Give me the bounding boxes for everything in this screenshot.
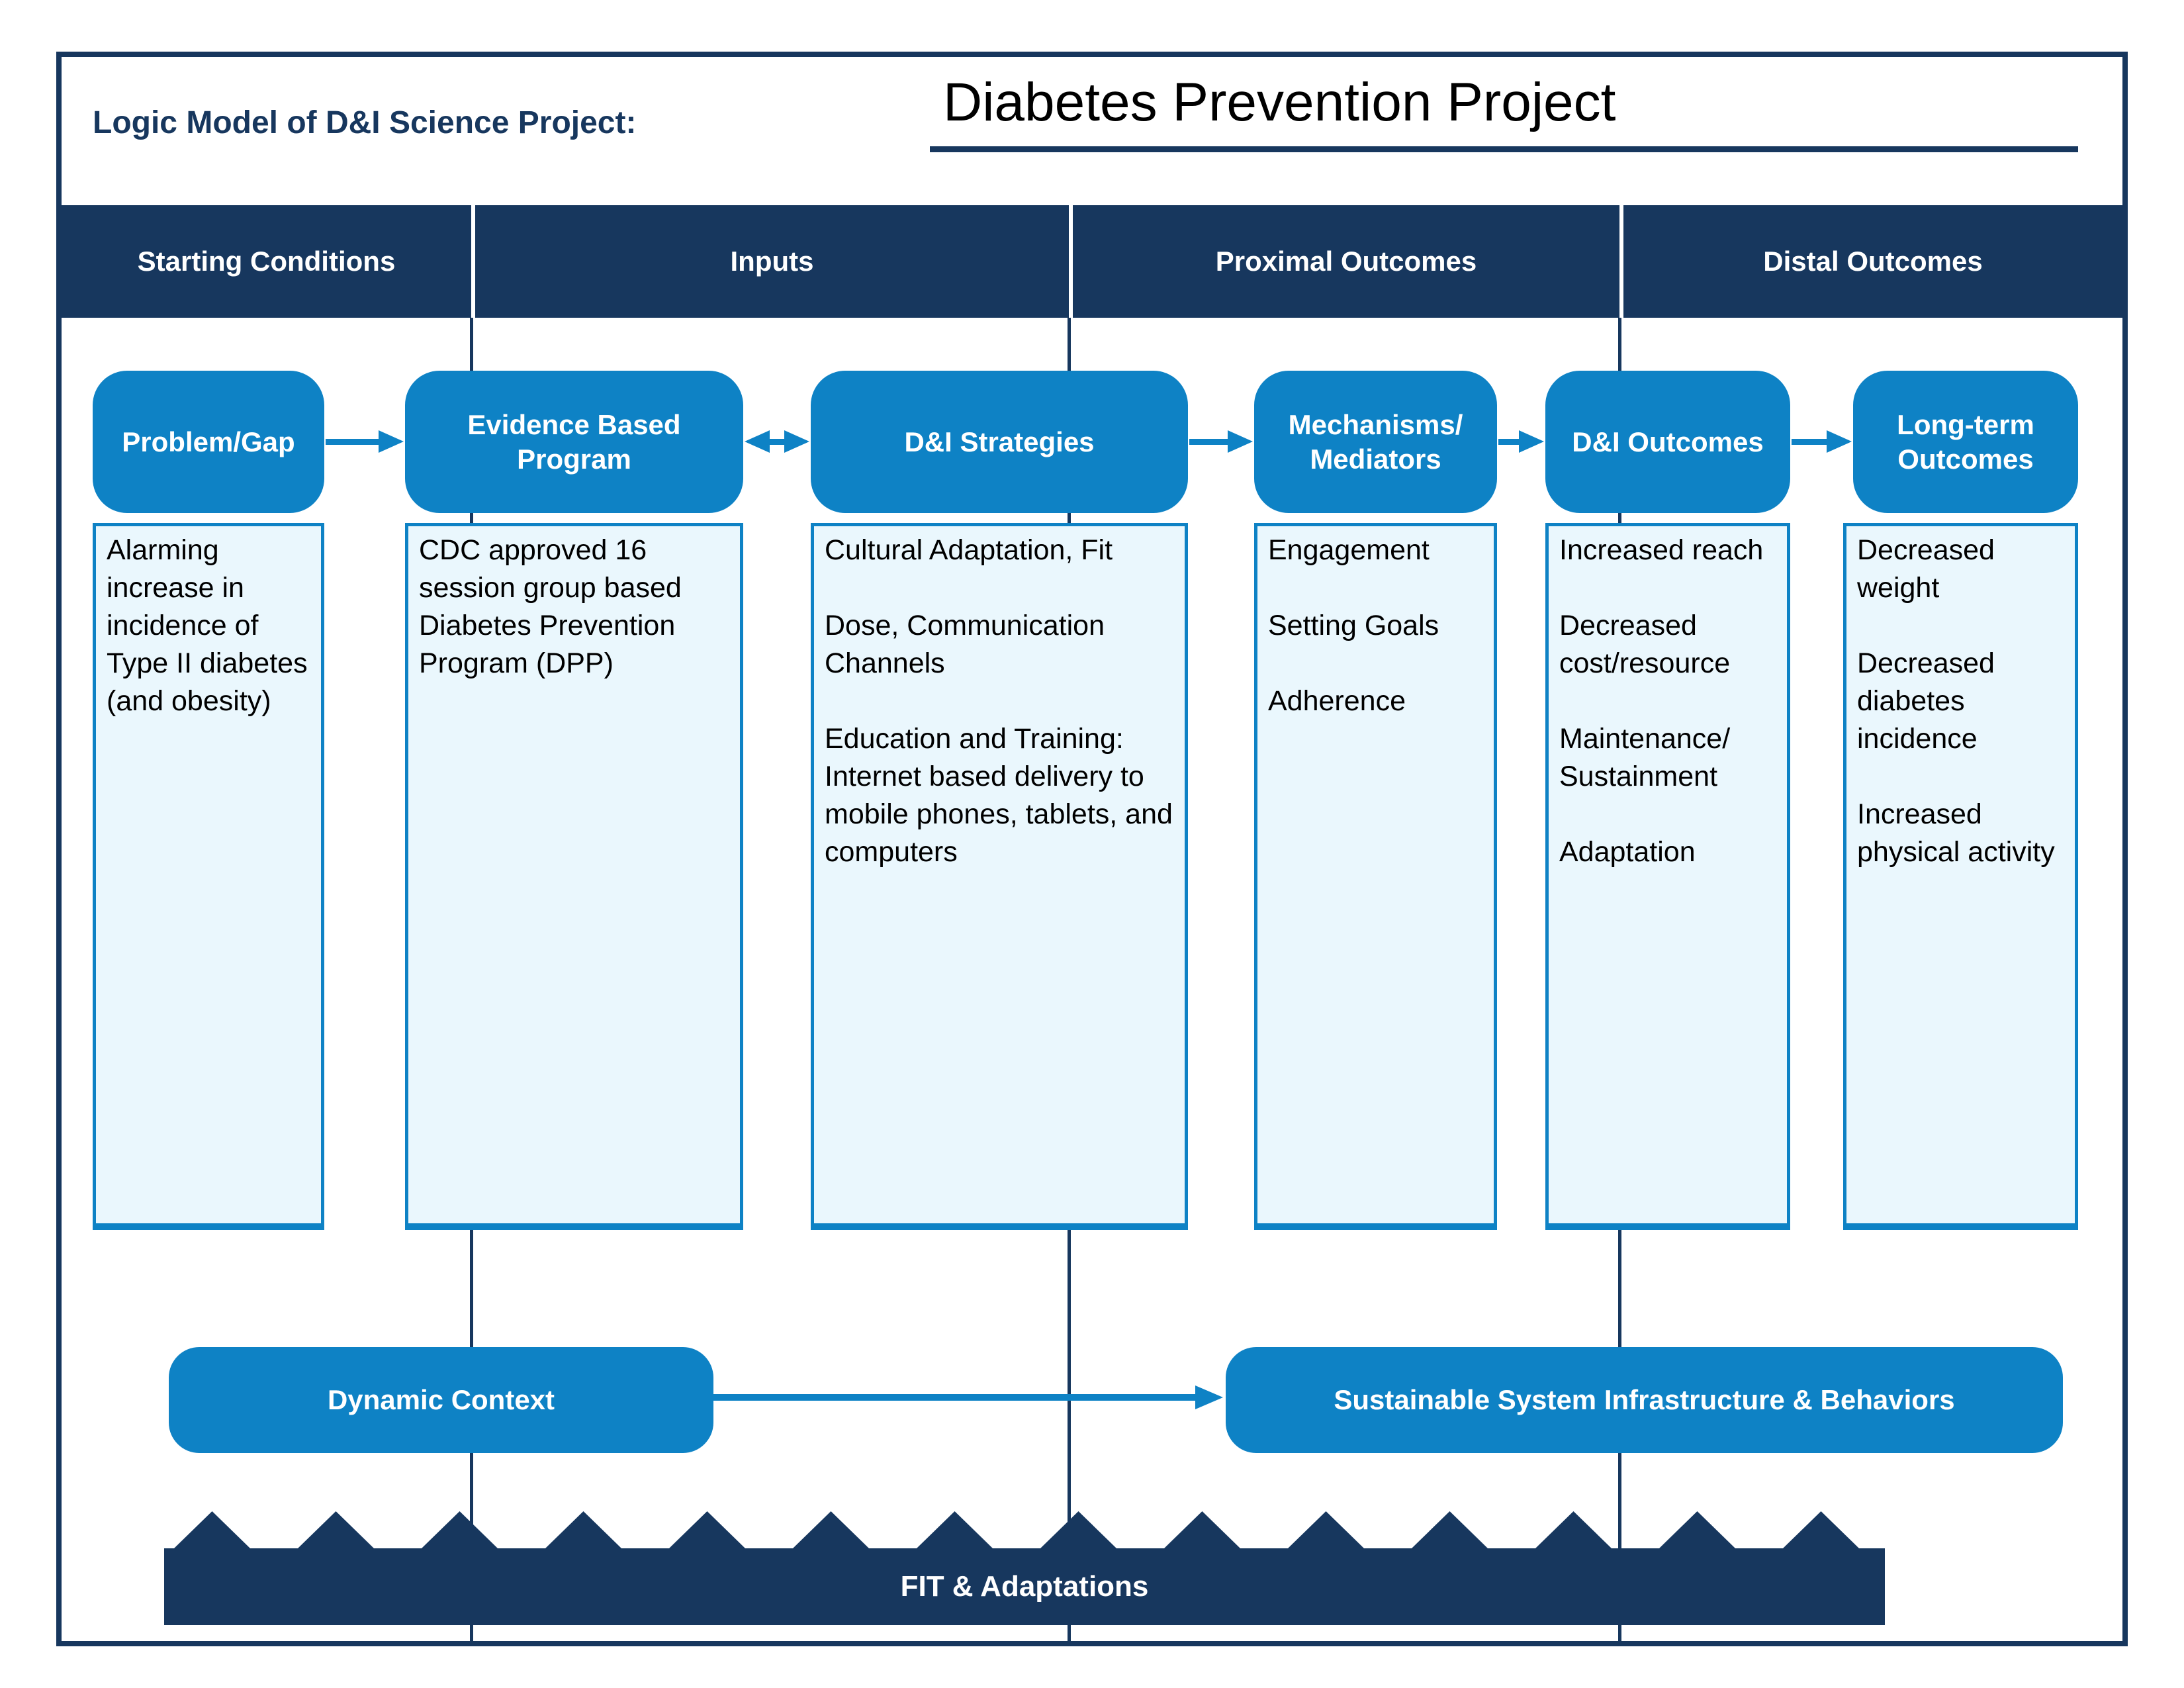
arrow-shaft bbox=[1792, 438, 1827, 445]
arrow-right-icon bbox=[1228, 430, 1253, 453]
arrow-shaft bbox=[1189, 438, 1228, 445]
arrow-right-icon bbox=[379, 430, 404, 453]
node-problem-gap: Problem/Gap bbox=[93, 371, 324, 513]
stage-header-distal-outcomes: Distal Outcomes bbox=[1619, 205, 2122, 318]
fit-adaptations-label: FIT & Adaptations bbox=[900, 1570, 1149, 1603]
panel-mechanisms-mediators: Engagement Setting Goals Adherence bbox=[1254, 523, 1497, 1230]
node-dynamic-context: Dynamic Context bbox=[169, 1347, 713, 1453]
arrow-shaft bbox=[326, 438, 379, 445]
arrow-problem-to-program bbox=[326, 430, 404, 453]
arrow-shaft bbox=[1498, 438, 1519, 445]
node-long-term-outcomes: Long-term Outcomes bbox=[1853, 371, 2078, 513]
stage-header-inputs: Inputs bbox=[471, 205, 1069, 318]
arrow-outcomes-to-longterm bbox=[1792, 430, 1852, 453]
arrow-context-to-sustainable bbox=[713, 1385, 1223, 1409]
arrow-right-icon bbox=[784, 430, 809, 453]
node-sustainable-system: Sustainable System Infrastructure & Beha… bbox=[1226, 1347, 2063, 1453]
outer-frame bbox=[56, 52, 2128, 1646]
stage-header-proximal-outcomes: Proximal Outcomes bbox=[1069, 205, 1619, 318]
panel-di-strategies: Cultural Adaptation, Fit Dose, Communica… bbox=[811, 523, 1188, 1230]
arrow-left-icon bbox=[745, 430, 770, 453]
arrow-shaft bbox=[770, 438, 784, 445]
panel-evidence-based-program: CDC approved 16 session group based Diab… bbox=[405, 523, 743, 1230]
arrow-program-strategies-bidirectional bbox=[745, 430, 809, 453]
arrow-right-icon bbox=[1519, 430, 1544, 453]
arrow-strategies-to-mechanisms bbox=[1189, 430, 1253, 453]
panel-di-outcomes: Increased reach Decreased cost/resource … bbox=[1545, 523, 1790, 1230]
arrow-right-icon bbox=[1195, 1385, 1223, 1409]
node-di-strategies: D&I Strategies bbox=[811, 371, 1188, 513]
stage-header-starting-conditions: Starting Conditions bbox=[137, 246, 396, 277]
fit-adaptations-banner bbox=[164, 1511, 1885, 1625]
diagram-title-label: Logic Model of D&I Science Project: bbox=[93, 105, 637, 140]
zigzag-banner-shape bbox=[164, 1511, 1885, 1625]
arrow-right-icon bbox=[1827, 430, 1852, 453]
project-title-underline bbox=[930, 146, 2078, 152]
project-title: Diabetes Prevention Project bbox=[943, 72, 1616, 132]
node-mechanisms-mediators: Mechanisms/ Mediators bbox=[1254, 371, 1497, 513]
arrow-mechanisms-to-outcomes bbox=[1498, 430, 1544, 453]
node-evidence-based-program: Evidence Based Program bbox=[405, 371, 743, 513]
arrow-shaft bbox=[713, 1394, 1195, 1401]
stage-header-bar: Starting Conditions Inputs Proximal Outc… bbox=[62, 205, 2122, 318]
panel-problem-gap: Alarming increase in incidence of Type I… bbox=[93, 523, 324, 1230]
panel-long-term-outcomes: Decreased weight Decreased diabetes inci… bbox=[1843, 523, 2078, 1230]
node-di-outcomes: D&I Outcomes bbox=[1545, 371, 1790, 513]
